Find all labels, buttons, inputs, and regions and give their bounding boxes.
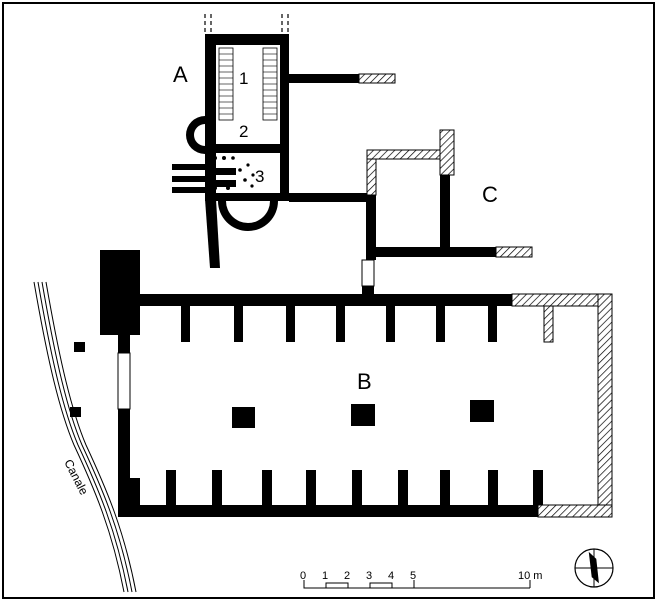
- scale-tick-0: 0: [300, 570, 306, 582]
- scale-bar: 0 1 2 3 4 5 10 m: [300, 570, 542, 589]
- room-1-label: 1: [239, 69, 248, 88]
- building-c-label: C: [482, 182, 498, 207]
- building-b-label: B: [357, 369, 372, 394]
- room-3-label: 3: [255, 167, 264, 186]
- scale-tick-1: 1: [322, 570, 328, 582]
- scale-tick-4: 4: [388, 570, 394, 582]
- wall-fragment: [74, 342, 85, 352]
- wall-fragment: [70, 407, 81, 417]
- scale-tick-5: 5: [410, 570, 416, 582]
- building-a-label: A: [173, 62, 188, 87]
- scale-tick-3: 3: [366, 570, 372, 582]
- north-arrow-icon: [574, 548, 614, 588]
- scale-tick-2: 2: [344, 570, 350, 582]
- scale-end-label: 10 m: [518, 570, 542, 582]
- building-a: [172, 14, 396, 268]
- building-c: [361, 129, 533, 298]
- canal: [33, 281, 137, 593]
- room-2-label: 2: [239, 122, 248, 141]
- building-b: [100, 250, 613, 518]
